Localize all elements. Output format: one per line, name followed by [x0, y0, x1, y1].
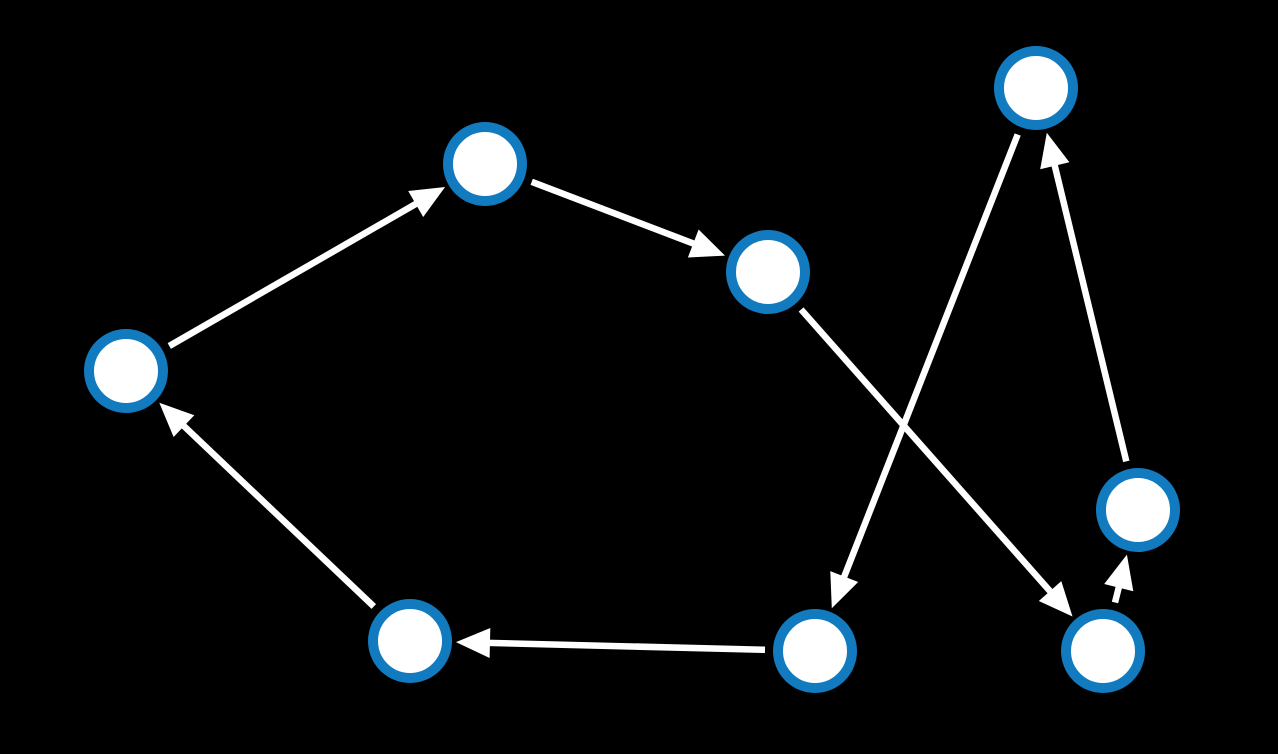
graph-node-right	[1096, 468, 1180, 552]
edge-middle-to-bottom-right	[798, 307, 1073, 617]
arrowhead-icon	[1040, 132, 1070, 170]
edge-line	[167, 200, 420, 349]
graph-node-left	[84, 329, 168, 413]
edge-bottom-left-to-left	[159, 402, 377, 609]
arrowhead-icon	[1038, 581, 1073, 617]
graph-node-top-middle	[443, 122, 527, 206]
graph-node-bottom-right	[1061, 609, 1145, 693]
edge-top-middle-to-middle	[530, 178, 725, 258]
edge-right-to-top-right	[1040, 132, 1130, 463]
arrowhead-icon	[408, 187, 446, 217]
arrowhead-icon	[456, 628, 491, 658]
edge-line	[530, 178, 697, 248]
edge-line	[798, 307, 1054, 595]
edge-top-right-to-bottom-middle	[830, 133, 1021, 609]
arrowhead-icon	[830, 571, 859, 609]
graph-node-bottom-middle	[773, 609, 857, 693]
graph-node-bottom-left	[368, 599, 452, 683]
edge-line	[840, 133, 1021, 580]
edge-left-to-top-middle	[167, 187, 446, 349]
edge-bottom-middle-to-bottom-left	[456, 628, 766, 658]
arrowhead-icon	[1104, 554, 1134, 592]
graph-node-middle	[726, 230, 810, 314]
edge-bottom-right-to-right	[1104, 554, 1134, 604]
edge-line	[1051, 163, 1130, 463]
edge-line	[180, 422, 377, 609]
edge-line	[1111, 584, 1123, 604]
edge-line	[487, 639, 766, 654]
graph-node-top-right	[994, 46, 1078, 130]
arrowhead-icon	[687, 229, 725, 258]
arrowhead-icon	[159, 402, 195, 437]
